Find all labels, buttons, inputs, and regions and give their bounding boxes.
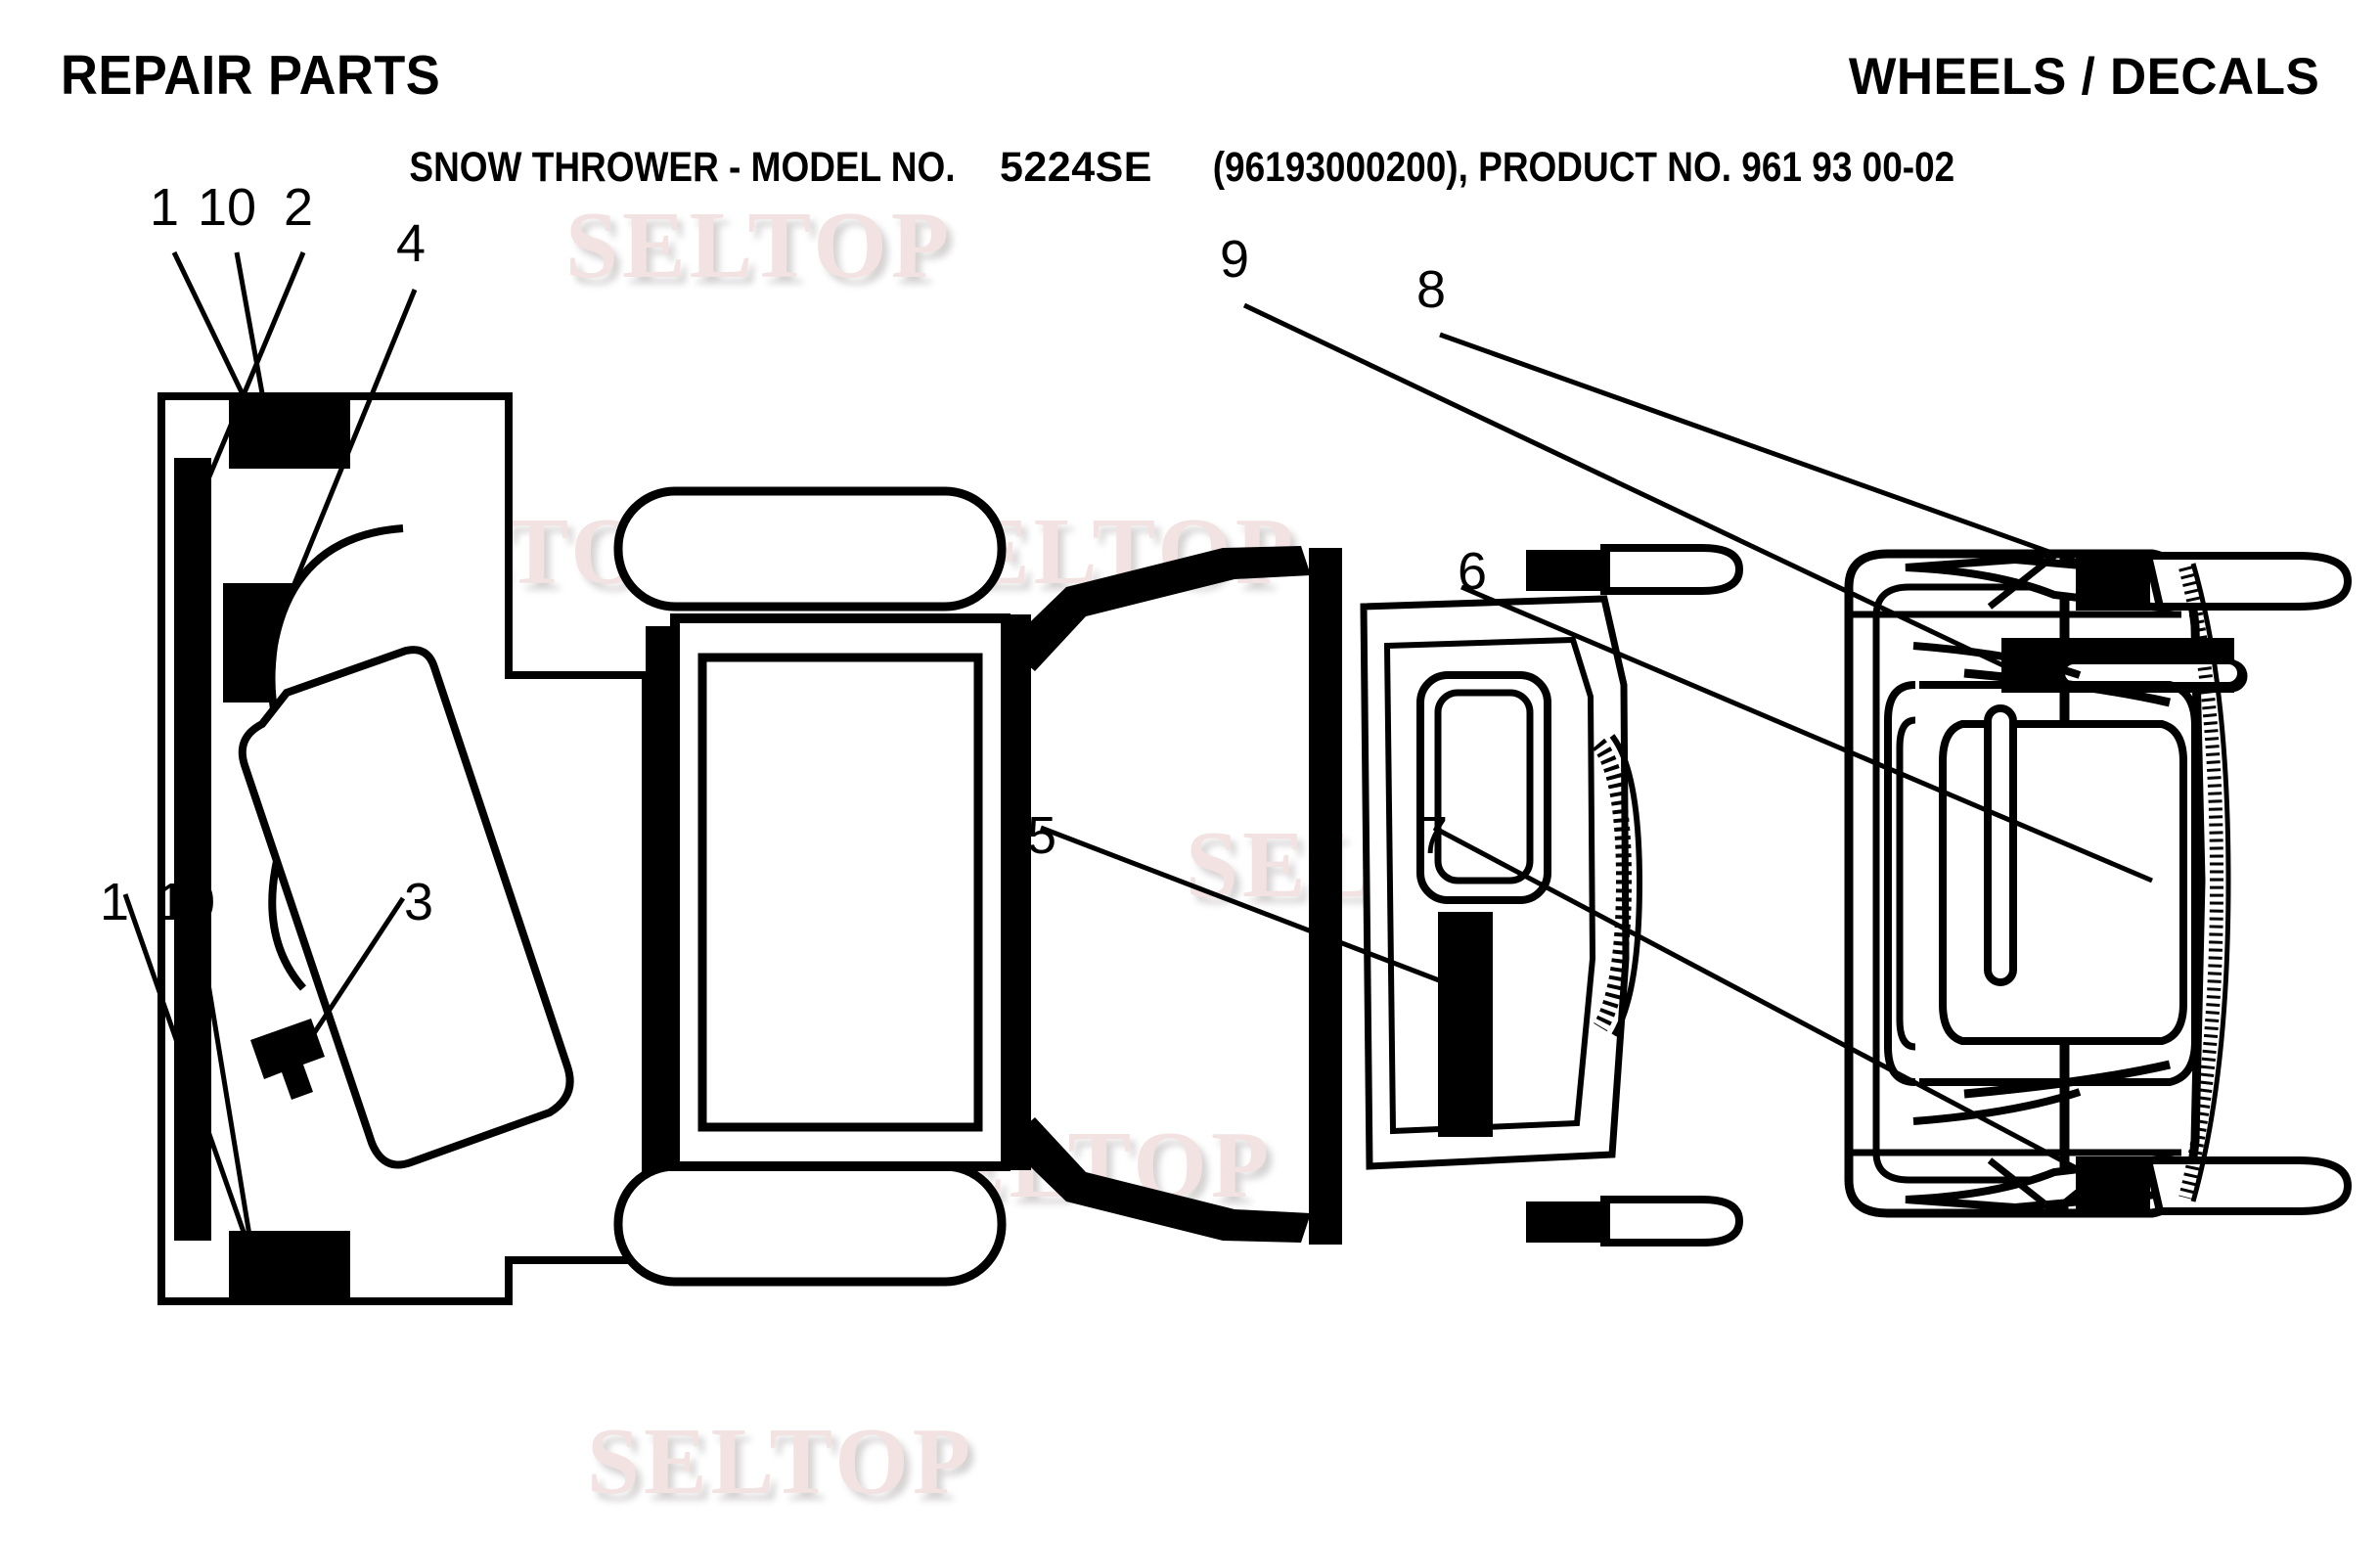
grip-texture-strip xyxy=(1592,738,1633,1032)
callout-1-bot: 1 xyxy=(100,873,129,931)
decal-block-3 xyxy=(250,1019,325,1100)
leader-8 xyxy=(1439,332,2116,578)
grip-slot xyxy=(1984,704,2017,986)
leader-9 xyxy=(1242,302,2013,672)
grip-outline-2 xyxy=(1896,716,1916,1051)
leader-3 xyxy=(291,896,406,1066)
callout-labels: 1 10 2 4 9 8 6 5 7 1 10 3 xyxy=(100,178,1487,931)
accent-sweep-3 xyxy=(1912,1088,2082,1125)
leader-7 xyxy=(1432,825,2123,1195)
leader-2 xyxy=(189,251,306,520)
callout-6: 6 xyxy=(1458,542,1487,601)
decal-strip-2 xyxy=(174,458,211,1241)
handle-bar-lower xyxy=(2142,1156,2353,1215)
grip-body-inner xyxy=(1939,720,2187,1045)
tire-lower xyxy=(613,1161,1007,1287)
leader-4 xyxy=(271,289,418,635)
center-assembly xyxy=(613,486,1744,1287)
tire-upper xyxy=(613,486,1007,612)
callout-1-top: 1 xyxy=(150,178,179,237)
tube-stub-upper xyxy=(1526,550,1610,591)
leader-10-top xyxy=(234,251,265,394)
accent-sweep-top xyxy=(1963,668,2172,707)
grip-cap-lower xyxy=(1600,1196,1744,1246)
body-shadow-left xyxy=(646,626,677,1170)
callout-2: 2 xyxy=(284,178,313,237)
callout-9: 9 xyxy=(1220,230,1249,289)
shell-texture-strip xyxy=(2178,566,2224,1200)
accent-sweep-2 xyxy=(1912,642,2082,679)
shell-texture-edge xyxy=(2190,563,2231,1202)
callout-4: 4 xyxy=(396,214,426,273)
model-subtitle-suffix: (96193000200), PRODUCT NO. 961 93 00-02 xyxy=(1212,144,1955,191)
leader-10-bot xyxy=(191,893,263,1302)
decal-block-8 xyxy=(2076,554,2150,611)
decal-strip-5 xyxy=(1438,912,1493,1137)
handle-tube-lower xyxy=(1006,1117,1311,1243)
body-shadow-right xyxy=(1002,614,1031,1170)
handle-panel-side-inner xyxy=(1383,636,1596,1135)
model-subtitle-prefix: SNOW THROWER - MODEL NO. xyxy=(409,144,956,191)
leader-1-bot xyxy=(122,893,261,1275)
callout-8: 8 xyxy=(1416,260,1446,319)
leader-6 xyxy=(1460,584,2153,884)
model-number: 5224SE xyxy=(999,144,1152,191)
callout-10-top: 10 xyxy=(198,178,256,237)
callout-3: 3 xyxy=(404,873,433,931)
handle-bar-upper xyxy=(2142,552,2353,611)
callout-5: 5 xyxy=(1027,806,1056,865)
page-title-right: WHEELS / DECALS xyxy=(1848,48,2319,106)
handle-tube-upper xyxy=(1006,546,1311,671)
leader-5 xyxy=(1040,825,1460,991)
skid-shoe-3 xyxy=(238,646,574,1169)
engine-body-inner xyxy=(697,653,983,1132)
callout-leaders xyxy=(122,250,2153,1302)
handle-spine xyxy=(1309,548,1342,1245)
page-title-left: REPAIR PARTS xyxy=(61,44,441,107)
grip-outline-1 xyxy=(1884,681,1916,1086)
facet-top xyxy=(1987,553,2057,610)
callout-10-bot: 10 xyxy=(157,873,215,931)
right-assembly xyxy=(1844,549,2353,1218)
tube-stub-lower xyxy=(1526,1201,1610,1243)
control-plate-inner xyxy=(1434,689,1534,884)
page-header: REPAIR PARTS WHEELS / DECALS xyxy=(0,43,2380,108)
grip-cap-upper xyxy=(1600,544,1744,595)
callout-7: 7 xyxy=(1418,806,1448,865)
grip-body-outer xyxy=(1919,681,2199,1086)
grip-texture-edge xyxy=(1609,734,1643,1037)
model-subtitle: SNOW THROWER - MODEL NO. 5224SE (9619300… xyxy=(0,144,2380,192)
left-assembly xyxy=(157,392,650,1305)
accent-sweep-bottom xyxy=(1963,1060,2172,1099)
